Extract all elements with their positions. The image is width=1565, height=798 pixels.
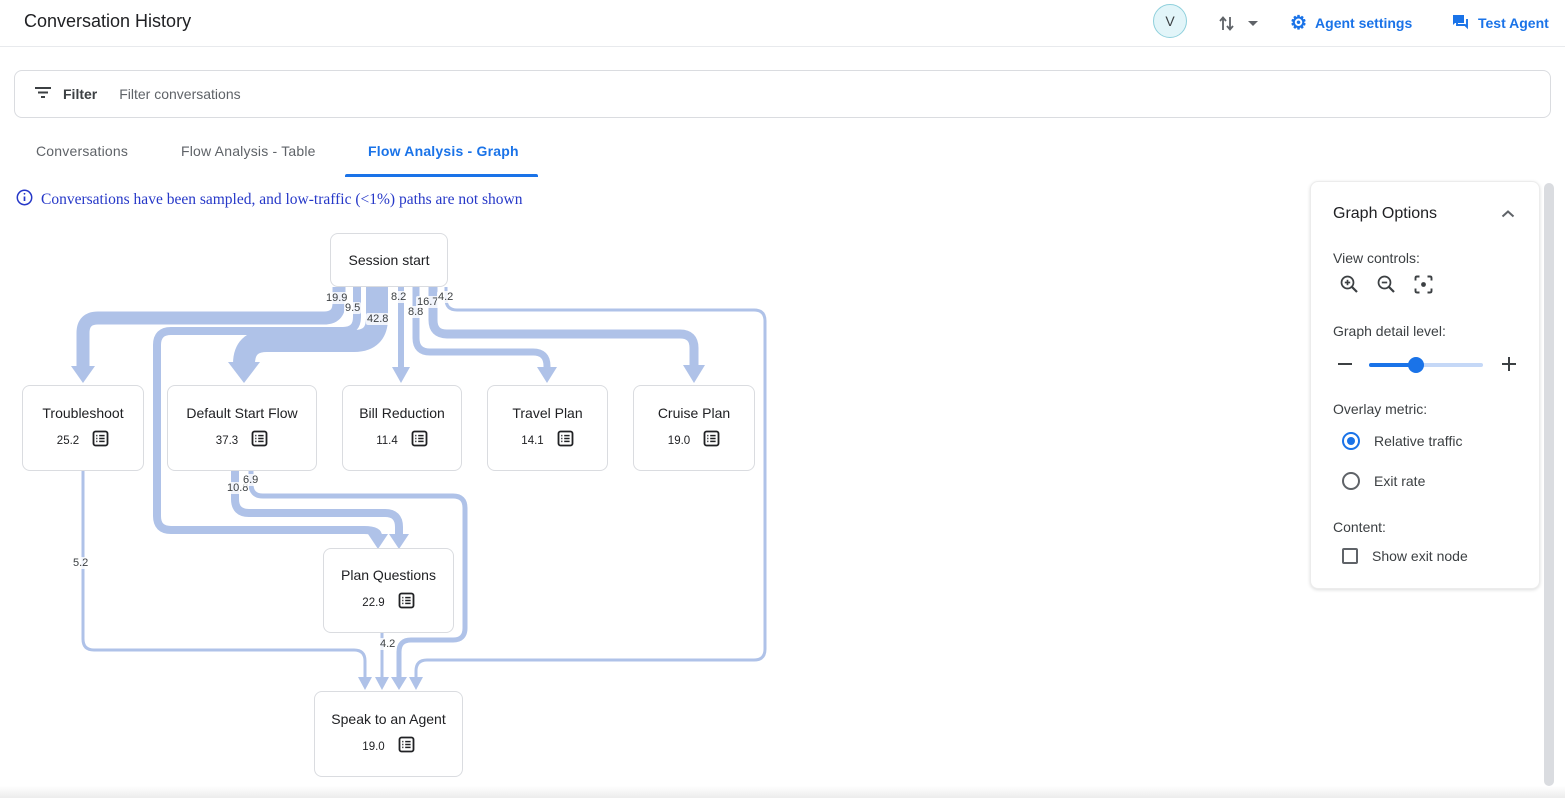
slider-thumb[interactable] bbox=[1408, 357, 1424, 373]
filter-bar[interactable]: Filter bbox=[14, 70, 1551, 118]
flow-node-plan-questions[interactable]: Plan Questions 22.9 bbox=[323, 548, 454, 633]
page-title: Conversation History bbox=[24, 11, 192, 31]
avatar-letter: V bbox=[1165, 13, 1175, 29]
tab-bar: Conversations Flow Analysis - Table Flow… bbox=[0, 133, 800, 177]
agent-settings-button[interactable]: ⚙ Agent settings bbox=[1290, 10, 1412, 36]
graph-options-panel: Graph Options View controls: Graph detai… bbox=[1310, 181, 1540, 589]
node-title: Plan Questions bbox=[341, 567, 436, 583]
graph-detail-slider bbox=[1335, 354, 1519, 376]
node-title: Cruise Plan bbox=[657, 404, 731, 421]
edge-label: 42.8 bbox=[366, 313, 390, 325]
flow-node-bill-reduction[interactable]: Bill Reduction 11.4 bbox=[342, 385, 462, 471]
list-icon[interactable] bbox=[703, 430, 720, 452]
slider-fill bbox=[1369, 363, 1416, 367]
list-icon[interactable] bbox=[251, 430, 268, 452]
graph-detail-level-label: Graph detail level: bbox=[1333, 323, 1446, 339]
node-title: Troubleshoot bbox=[42, 404, 124, 421]
zoom-in-icon[interactable] bbox=[1339, 274, 1360, 300]
checkbox-unchecked-icon[interactable] bbox=[1342, 548, 1358, 564]
slider-decrease-button[interactable] bbox=[1335, 354, 1355, 374]
list-icon[interactable] bbox=[557, 430, 574, 452]
chevron-up-icon[interactable] bbox=[1501, 206, 1515, 224]
node-metric-value: 11.4 bbox=[376, 434, 398, 447]
node-metric-value: 22.9 bbox=[362, 597, 385, 609]
node-metric-value: 37.3 bbox=[215, 434, 239, 447]
flow-node-cruise-plan[interactable]: Cruise Plan 19.0 bbox=[633, 385, 755, 471]
radio-selected-icon[interactable] bbox=[1342, 432, 1360, 450]
gear-icon: ⚙ bbox=[1290, 12, 1308, 34]
flow-node-speak-to-an-agent[interactable]: Speak to an Agent 19.0 bbox=[314, 691, 463, 777]
filter-conversations-input[interactable] bbox=[119, 86, 1020, 102]
flow-node-troubleshoot[interactable]: Troubleshoot 25.2 bbox=[22, 385, 144, 471]
vertical-scrollbar[interactable] bbox=[1544, 183, 1554, 786]
edge-label: 4.2 bbox=[379, 638, 397, 650]
node-metric-value: 14.1 bbox=[521, 434, 544, 447]
tab-flow-analysis-graph[interactable]: Flow Analysis - Graph bbox=[368, 143, 519, 159]
sampling-notice: Conversations have been sampled, and low… bbox=[16, 189, 523, 211]
sort-arrows-icon bbox=[1216, 16, 1238, 38]
edge-label: 8.2 bbox=[390, 291, 408, 303]
list-icon[interactable] bbox=[92, 430, 109, 452]
radio-exit-rate[interactable]: Exit rate bbox=[1342, 472, 1425, 490]
list-icon[interactable] bbox=[398, 592, 415, 614]
edge-label: 6.9 bbox=[242, 474, 260, 486]
filter-icon bbox=[33, 82, 53, 107]
checkbox-label: Show exit node bbox=[1372, 548, 1468, 564]
flow-node-default-start-flow[interactable]: Default Start Flow 37.3 bbox=[167, 385, 317, 471]
radio-unselected-icon[interactable] bbox=[1342, 472, 1360, 490]
node-title: Speak to an Agent bbox=[331, 710, 446, 727]
radio-label: Relative traffic bbox=[1374, 433, 1463, 449]
zoom-out-icon[interactable] bbox=[1376, 274, 1397, 300]
graph-options-title: Graph Options bbox=[1333, 205, 1438, 222]
agent-settings-label: Agent settings bbox=[1315, 15, 1413, 31]
edge-label: 19.9 bbox=[325, 292, 349, 304]
node-title: Travel Plan bbox=[512, 404, 583, 421]
active-tab-underline bbox=[345, 174, 538, 177]
edge-label: 8.8 bbox=[407, 306, 425, 318]
top-bar: Conversation History V ⚙ Agent settings … bbox=[0, 0, 1565, 47]
overlay-metric-label: Overlay metric: bbox=[1333, 401, 1428, 417]
sort-button[interactable] bbox=[1216, 12, 1262, 36]
sampling-notice-text: Conversations have been sampled, and low… bbox=[41, 191, 523, 208]
center-focus-icon[interactable] bbox=[1413, 274, 1434, 300]
node-metric-value: 19.0 bbox=[667, 434, 691, 447]
list-icon[interactable] bbox=[411, 430, 428, 452]
info-icon bbox=[16, 189, 33, 211]
edge-label: 5.2 bbox=[72, 557, 90, 569]
node-title: Default Start Flow bbox=[186, 404, 298, 421]
filter-label: Filter bbox=[63, 86, 98, 102]
node-title: Bill Reduction bbox=[359, 404, 445, 421]
edge-label: 16.7 bbox=[416, 296, 440, 308]
content-label: Content: bbox=[1333, 519, 1386, 535]
radio-label: Exit rate bbox=[1374, 473, 1426, 489]
node-metric-value: 25.2 bbox=[56, 434, 80, 447]
avatar[interactable]: V bbox=[1153, 4, 1187, 38]
flow-node-session-start[interactable]: Session start bbox=[330, 233, 448, 287]
show-exit-node-option[interactable]: Show exit node bbox=[1342, 548, 1468, 564]
tab-flow-analysis-table[interactable]: Flow Analysis - Table bbox=[181, 143, 316, 159]
horizontal-scrollbar-track[interactable] bbox=[0, 786, 1565, 798]
test-agent-label: Test Agent bbox=[1478, 15, 1549, 31]
node-title: Session start bbox=[348, 252, 430, 268]
tab-conversations[interactable]: Conversations bbox=[36, 143, 129, 159]
test-agent-button[interactable]: Test Agent bbox=[1450, 10, 1549, 36]
node-metric-value: 19.0 bbox=[362, 740, 385, 753]
edge-label: 9.5 bbox=[344, 302, 362, 314]
chat-icon bbox=[1450, 12, 1470, 35]
chevron-down-icon bbox=[1248, 21, 1258, 26]
edge-label: 4.2 bbox=[437, 291, 455, 303]
view-controls-label: View controls: bbox=[1333, 250, 1420, 266]
flow-graph-edges bbox=[71, 287, 767, 690]
list-icon[interactable] bbox=[398, 736, 415, 758]
slider-increase-button[interactable] bbox=[1499, 354, 1519, 374]
radio-relative-traffic[interactable]: Relative traffic bbox=[1342, 432, 1462, 450]
flow-node-travel-plan[interactable]: Travel Plan 14.1 bbox=[487, 385, 608, 471]
slider-track[interactable] bbox=[1369, 357, 1483, 373]
